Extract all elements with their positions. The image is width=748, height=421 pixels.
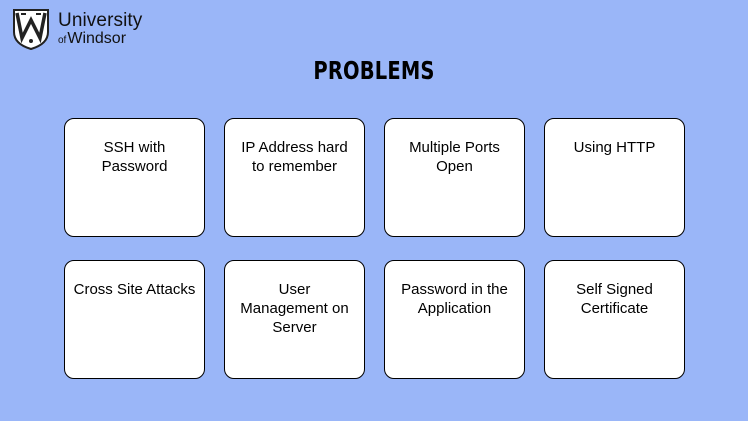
logo-university: University xyxy=(58,10,143,31)
problem-card: Password in the Application xyxy=(384,260,525,379)
university-logo: University ofWindsor xyxy=(12,8,142,50)
problem-card: Self Signed Certificate xyxy=(544,260,685,379)
logo-of-windsor: ofWindsor xyxy=(58,31,142,47)
logo-wordmark: University ofWindsor xyxy=(58,11,142,47)
slide-title: PROBLEMS xyxy=(313,56,435,85)
problem-card: User Management on Server xyxy=(224,260,365,379)
logo-windsor: Windsor xyxy=(67,30,127,47)
problem-card: Multiple Ports Open xyxy=(384,118,525,237)
university-crest-icon xyxy=(12,8,50,50)
problem-card: IP Address hard to remember xyxy=(224,118,365,237)
problem-grid: SSH with Password IP Address hard to rem… xyxy=(64,118,685,379)
problem-card: Using HTTP xyxy=(544,118,685,237)
logo-of: of xyxy=(58,35,67,46)
problem-card: SSH with Password xyxy=(64,118,205,237)
problem-card: Cross Site Attacks xyxy=(64,260,205,379)
